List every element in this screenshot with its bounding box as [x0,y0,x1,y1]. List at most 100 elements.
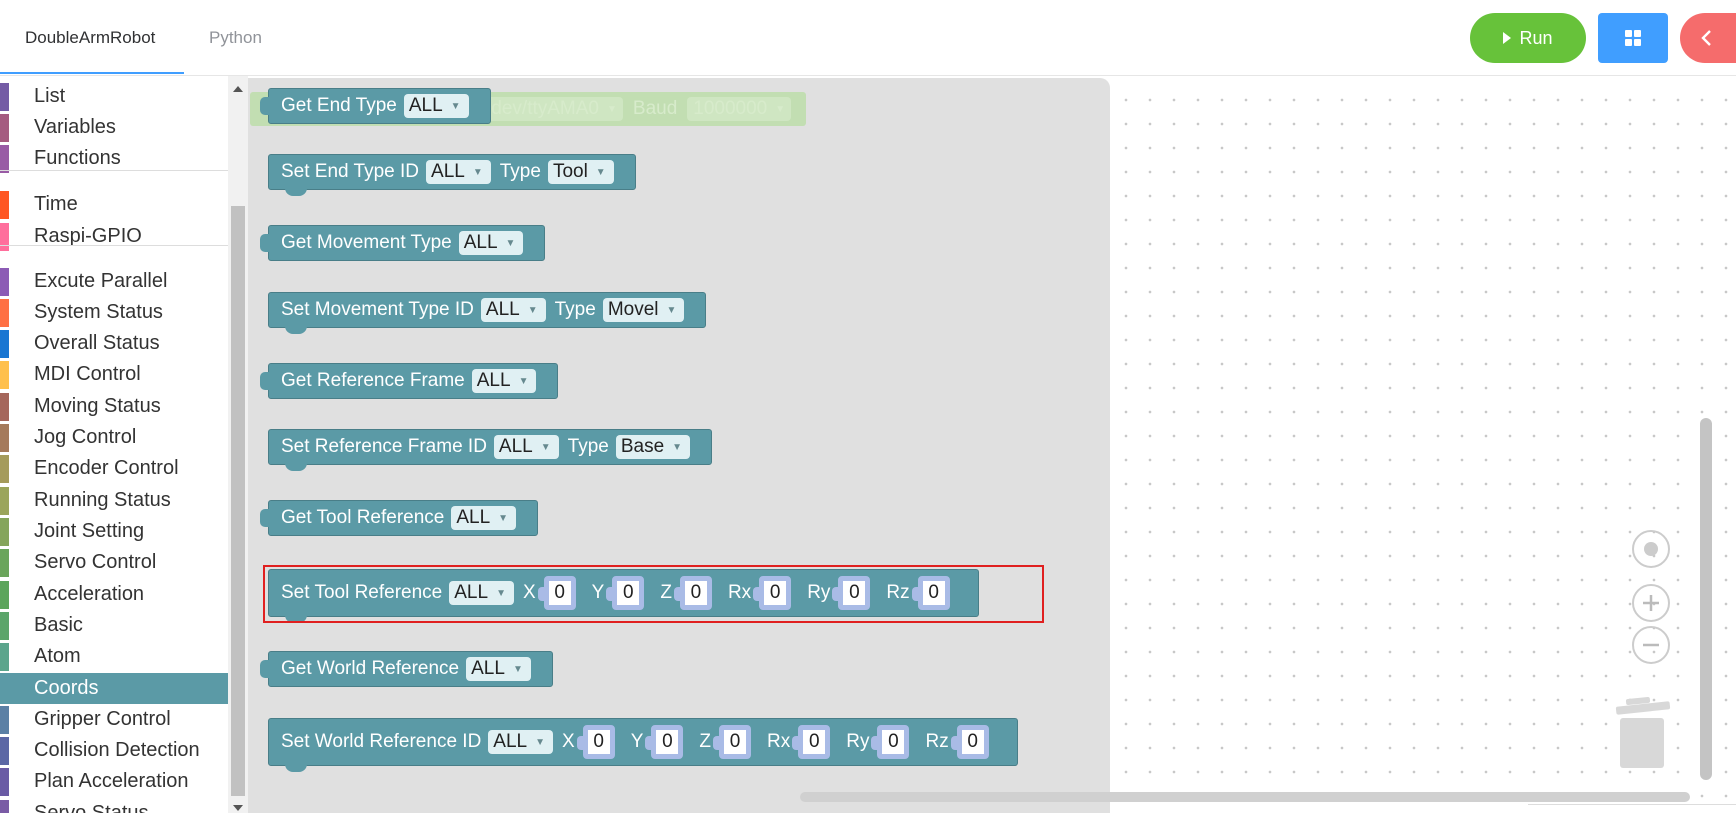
get-tool-reference-block[interactable]: Get Tool Reference ALL▼ [259,500,539,536]
sidebar-item-raspi-gpio[interactable]: Raspi-GPIO [0,221,228,252]
sidebar-item-running-status[interactable]: Running Status [0,485,228,516]
y-input[interactable]: 0 [645,725,684,759]
rz-label: Rz [925,731,949,752]
ry-input[interactable]: 0 [832,576,871,610]
category-color-swatch [0,799,9,813]
top-header: DoubleArmRobot Python Run [0,0,1736,76]
arm-dropdown[interactable]: ALL▼ [458,231,524,255]
ghost-port-dropdown: /dev/ttyAMA0▼ [480,97,623,121]
sidebar-item-label: Collision Detection [34,739,200,761]
sidebar-item-label: MDI Control [34,363,141,385]
z-input[interactable]: 0 [673,576,712,610]
category-color-swatch [0,611,9,640]
reference-frame-dropdown[interactable]: Base▼ [615,435,691,459]
sidebar-item-label: Raspi-GPIO [34,225,142,247]
sidebar-item-label: Coords [34,677,99,699]
sidebar-item-servo-status[interactable]: Servo Status [0,798,228,813]
trash-icon[interactable] [1612,690,1672,770]
arm-dropdown[interactable]: ALL▼ [466,657,531,681]
run-button[interactable]: Run [1470,13,1586,63]
sidebar-item-joint-setting[interactable]: Joint Setting [0,516,228,547]
zoom-in-icon[interactable] [1632,584,1670,622]
blockly-workspace[interactable] [1110,78,1736,813]
y-input[interactable]: 0 [606,576,645,610]
sidebar-item-collision-detection[interactable]: Collision Detection [0,735,228,766]
tab-doublearmrobot[interactable]: DoubleArmRobot [25,28,156,47]
sidebar-item-encoder-control[interactable]: Encoder Control [0,453,228,484]
category-color-swatch [0,423,9,452]
arm-dropdown[interactable]: ALL▼ [471,369,537,393]
category-color-swatch [0,674,9,703]
movement-type-dropdown[interactable]: Movel▼ [602,298,685,322]
category-color-swatch [0,454,9,483]
arm-dropdown[interactable]: ALL▼ [493,435,559,459]
grid-view-button[interactable] [1598,13,1668,63]
sidebar-item-basic[interactable]: Basic [0,610,228,641]
workspace-horizontal-scrollbar[interactable] [800,792,1690,802]
x-input[interactable]: 0 [576,725,615,759]
set-reference-frame-block[interactable]: Set Reference Frame ID ALL▼ Type Base▼ [268,429,713,471]
sidebar-item-jog-control[interactable]: Jog Control [0,422,228,453]
arm-dropdown[interactable]: ALL▼ [449,581,514,605]
toolbox-scroll-thumb[interactable] [231,206,245,796]
sidebar-item-label: Functions [34,147,121,169]
category-color-swatch [0,736,9,765]
workspace-vertical-scrollbar[interactable] [1700,418,1712,780]
sidebar-item-mdi-control[interactable]: MDI Control [0,359,228,390]
set-end-type-block[interactable]: Set End Type ID ALL▼ Type Tool▼ [268,154,636,196]
zoom-out-icon[interactable] [1632,626,1670,664]
sidebar-item-excute-parallel[interactable]: Excute Parallel [0,266,228,297]
rz-input[interactable]: 0 [911,576,950,610]
rx-input[interactable]: 0 [753,576,792,610]
category-color-swatch [0,144,9,173]
run-button-label: Run [1519,27,1553,48]
tab-python[interactable]: Python [209,28,262,47]
sidebar-item-plan-acceleration[interactable]: Plan Acceleration [0,766,228,797]
category-color-swatch [0,222,9,251]
z-input[interactable]: 0 [713,725,751,759]
scroll-up-icon[interactable] [233,86,243,92]
get-movement-type-block[interactable]: Get Movement Type ALL▼ [259,225,546,261]
sidebar-item-list[interactable]: List [0,81,228,112]
get-reference-frame-block[interactable]: Get Reference Frame ALL▼ [259,363,559,399]
rx-input[interactable]: 0 [792,725,831,759]
ghost-serial-block: /dev/ttyAMA0▼ Baud 1000000▼ [250,92,806,126]
recenter-icon[interactable] [1632,530,1670,568]
sidebar-item-functions[interactable]: Functions [0,143,228,174]
arm-dropdown[interactable]: ALL▼ [480,298,546,322]
sidebar-item-moving-status[interactable]: Moving Status [0,391,228,422]
arm-dropdown[interactable]: ALL▼ [451,506,517,530]
rz-input[interactable]: 0 [950,725,989,759]
arm-dropdown[interactable]: ALL▼ [488,730,554,754]
scroll-down-icon[interactable] [233,805,243,811]
sidebar-item-gripper-control[interactable]: Gripper Control [0,704,228,735]
sidebar-item-overall-status[interactable]: Overall Status [0,328,228,359]
sidebar-item-atom[interactable]: Atom [0,641,228,672]
sidebar-item-acceleration[interactable]: Acceleration [0,579,228,610]
sidebar-item-label: System Status [34,301,163,323]
ry-label: Ry [846,731,870,752]
ry-input[interactable]: 0 [871,725,910,759]
arm-dropdown[interactable]: ALL▼ [403,94,469,118]
category-color-swatch [0,392,9,421]
selection-highlight [263,565,1044,623]
arm-dropdown[interactable]: ALL▼ [426,160,491,184]
set-movement-type-block[interactable]: Set Movement Type ID ALL▼ Type Movel▼ [268,292,707,334]
get-end-type-block[interactable]: Get End Type ALL▼ [260,88,491,124]
sidebar-item-variables[interactable]: Variables [0,112,228,143]
sidebar-item-time[interactable]: Time [0,189,228,220]
category-color-swatch [0,580,9,609]
x-input[interactable]: 0 [537,576,576,610]
end-type-dropdown[interactable]: Tool▼ [547,160,614,184]
collapse-button[interactable] [1680,13,1736,63]
toolbox-scrollbar[interactable] [228,76,248,813]
sidebar-item-coords[interactable]: Coords [0,673,228,704]
category-color-swatch [0,642,9,671]
sidebar-item-servo-control[interactable]: Servo Control [0,547,228,578]
sidebar-item-label: Running Status [34,489,171,511]
get-world-reference-block[interactable]: Get World Reference ALL▼ [260,651,553,687]
x-label: X [522,582,536,603]
sidebar-item-system-status[interactable]: System Status [0,297,228,328]
